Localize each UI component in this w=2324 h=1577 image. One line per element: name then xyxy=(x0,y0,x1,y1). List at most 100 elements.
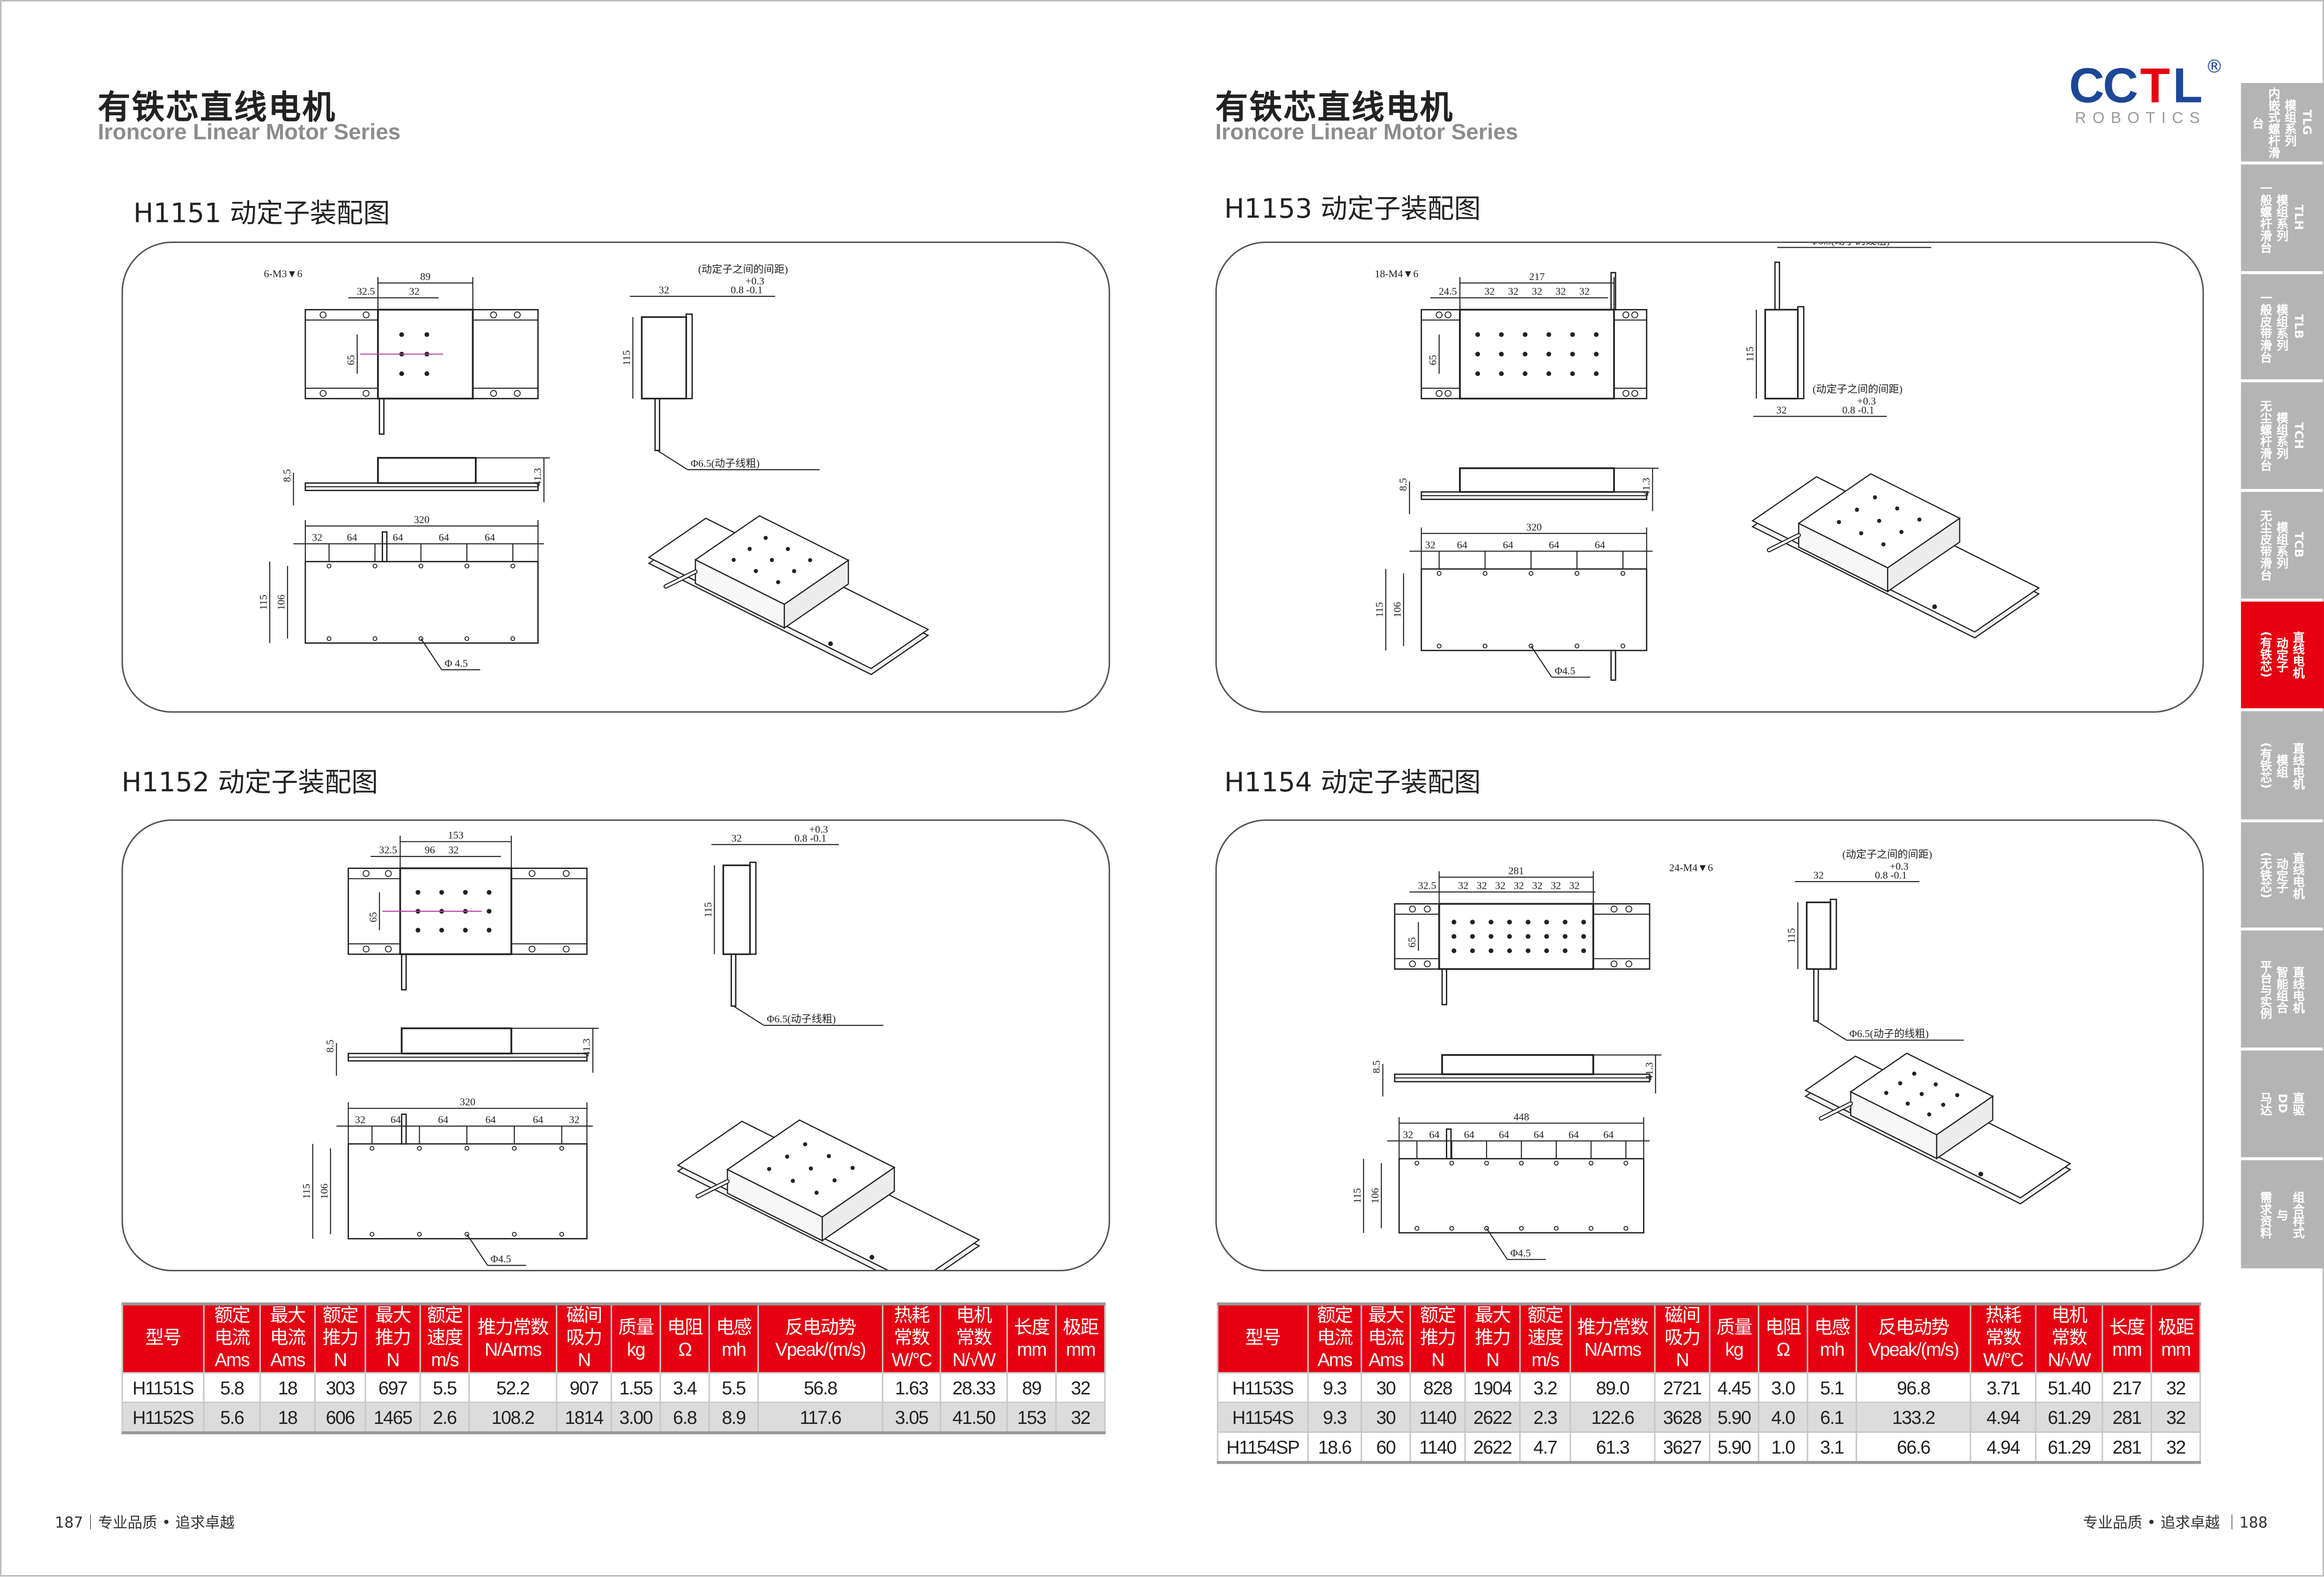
mover-hole-iso xyxy=(803,1142,807,1147)
column-header: 额定 推力 N xyxy=(1409,1303,1466,1374)
stator-hole xyxy=(1589,1226,1594,1231)
mounting-hole xyxy=(1544,934,1549,939)
stator-hole xyxy=(1623,1226,1628,1231)
pitch-label: 64 xyxy=(485,531,495,543)
table-cell: 1904 xyxy=(1464,1372,1521,1403)
leader-line xyxy=(657,450,688,471)
side-tab[interactable]: 直线电机 模组 (有铁芯) xyxy=(2241,711,2324,819)
mounting-hole xyxy=(424,332,429,337)
mounting-hole xyxy=(1594,332,1599,337)
table-cell: 3.2 xyxy=(1519,1372,1571,1403)
rail-hole xyxy=(490,390,497,397)
mounting-hole xyxy=(1570,371,1575,376)
table-cell: 3.71 xyxy=(1969,1372,2037,1403)
pitch-label: 32 xyxy=(1532,286,1542,297)
table-cell: 907 xyxy=(555,1372,612,1403)
column-header: 磁间 吸力 N xyxy=(1654,1303,1710,1374)
cable-iso-inner xyxy=(696,1180,729,1198)
table-cell: 3.0 xyxy=(1758,1372,1808,1403)
column-header: 额定 电流 Ams xyxy=(1307,1303,1362,1374)
rail-hole xyxy=(1625,906,1633,913)
column-header: 电感 mh xyxy=(1806,1303,1858,1374)
stator-end-view xyxy=(722,864,751,955)
table-cell: 8.9 xyxy=(708,1401,759,1434)
cable-iso-inner xyxy=(1820,1102,1852,1120)
mounting-hole xyxy=(1475,352,1480,357)
side-tab[interactable]: 直线电机 动定子 (有铁芯) xyxy=(2241,601,2324,708)
stator-width-label: 32 xyxy=(1813,870,1824,881)
mover-hole-iso xyxy=(1905,1101,1910,1106)
tolerance-label: 0.8 -0.1 xyxy=(1842,404,1874,416)
table-cell: 5.5 xyxy=(419,1372,470,1403)
logo-t: T xyxy=(2140,58,2170,113)
side-tab[interactable]: 直线电机 智能组合 平台与实例 xyxy=(2241,930,2324,1048)
table-cell: 3.00 xyxy=(610,1401,661,1434)
mover-side-view xyxy=(1441,1054,1594,1076)
column-header: 热耗 常数 W/°C xyxy=(881,1303,941,1374)
gap-note-label: (动定子之间的间距) xyxy=(698,263,788,275)
table-cell: 32 xyxy=(2150,1431,2201,1463)
rail-hole xyxy=(1610,960,1618,967)
mounting-hole xyxy=(487,890,492,895)
mounting-hole xyxy=(1499,332,1504,337)
rail-hole xyxy=(363,311,370,318)
side-tab[interactable]: TLG 模组系列 内嵌式螺杆滑台 xyxy=(2241,83,2324,162)
side-tab[interactable]: TLB 模组系列 一般皮带滑台 xyxy=(2241,274,2324,380)
pitch-label: 32 xyxy=(1508,286,1518,297)
rail-hole xyxy=(1444,390,1451,397)
logo-l: L xyxy=(2173,58,2203,113)
base-height-label: 8.5 xyxy=(281,469,293,482)
stator-bottom-view xyxy=(304,560,539,644)
table-cell: 41.50 xyxy=(940,1401,1008,1434)
stator-hole xyxy=(326,563,332,568)
side-tab[interactable]: 直驱 DD 马达 xyxy=(2241,1050,2324,1157)
right-page-subtitle: Ironcore Linear Motor Series xyxy=(1215,120,1518,146)
mounting-hole xyxy=(1499,352,1504,357)
mounting-hole xyxy=(1507,934,1512,939)
mover-hole-iso xyxy=(1836,520,1841,524)
side-tab[interactable]: TCH 模组系列 无尘螺杆滑台 xyxy=(2241,382,2324,489)
table-cell: 89 xyxy=(1006,1372,1057,1403)
mover-side-view xyxy=(1459,467,1615,493)
mounting-hole xyxy=(463,928,468,933)
drawing-title-h1151: H1151 动定子装配图 xyxy=(133,199,390,230)
side-tab[interactable]: 直线电机 动定子 (无铁芯) xyxy=(2241,822,2324,928)
pitch-label: 64 xyxy=(347,531,357,543)
mover-hole-iso xyxy=(1859,531,1864,536)
side-tab[interactable]: 组合样式 与 需求资料 xyxy=(2241,1160,2324,1268)
width-115-label: 115 xyxy=(1373,602,1385,617)
mounting-hole xyxy=(399,332,404,337)
stator-height-label: 115 xyxy=(1785,928,1797,943)
mover-top-view xyxy=(1438,903,1594,970)
table-cell: 108.2 xyxy=(468,1401,557,1434)
rail-hole xyxy=(1622,390,1629,397)
pitch-label: 64 xyxy=(439,531,449,543)
total-height-label: 41.3 xyxy=(580,1039,592,1057)
total-height-label: 41.3 xyxy=(1643,1062,1655,1081)
column-header: 热耗 常数 W/°C xyxy=(1969,1303,2037,1374)
side-tab[interactable]: TCB 模组系列 无尘皮带滑台 xyxy=(2241,492,2324,599)
mounting-hole xyxy=(1451,948,1457,953)
rail-hole xyxy=(319,390,327,397)
column-header: 最大 电流 Ams xyxy=(1361,1303,1411,1374)
table-cell: 52.2 xyxy=(468,1372,557,1403)
mounting-hole xyxy=(1525,948,1531,953)
motor-cable xyxy=(1441,968,1447,1005)
mounting-hole xyxy=(415,928,421,933)
hole-diameter-label: Φ4.5 xyxy=(490,1253,511,1265)
motor-cable xyxy=(378,398,385,435)
table-cell: 3.05 xyxy=(881,1401,941,1434)
drawing-title-h1153: H1153 动定子装配图 xyxy=(1224,194,1481,226)
pitch-label: 32 xyxy=(569,1114,579,1126)
rail-hole xyxy=(1436,390,1443,397)
column-header: 电感 mh xyxy=(708,1303,759,1374)
stator-hole xyxy=(1414,1161,1420,1166)
table-cell: 89.0 xyxy=(1569,1372,1656,1403)
mover-hole-iso xyxy=(1877,518,1881,523)
mounting-hole xyxy=(1546,332,1551,337)
side-tab[interactable]: TLH 模组系列 一般螺杆滑台 xyxy=(2241,164,2324,272)
